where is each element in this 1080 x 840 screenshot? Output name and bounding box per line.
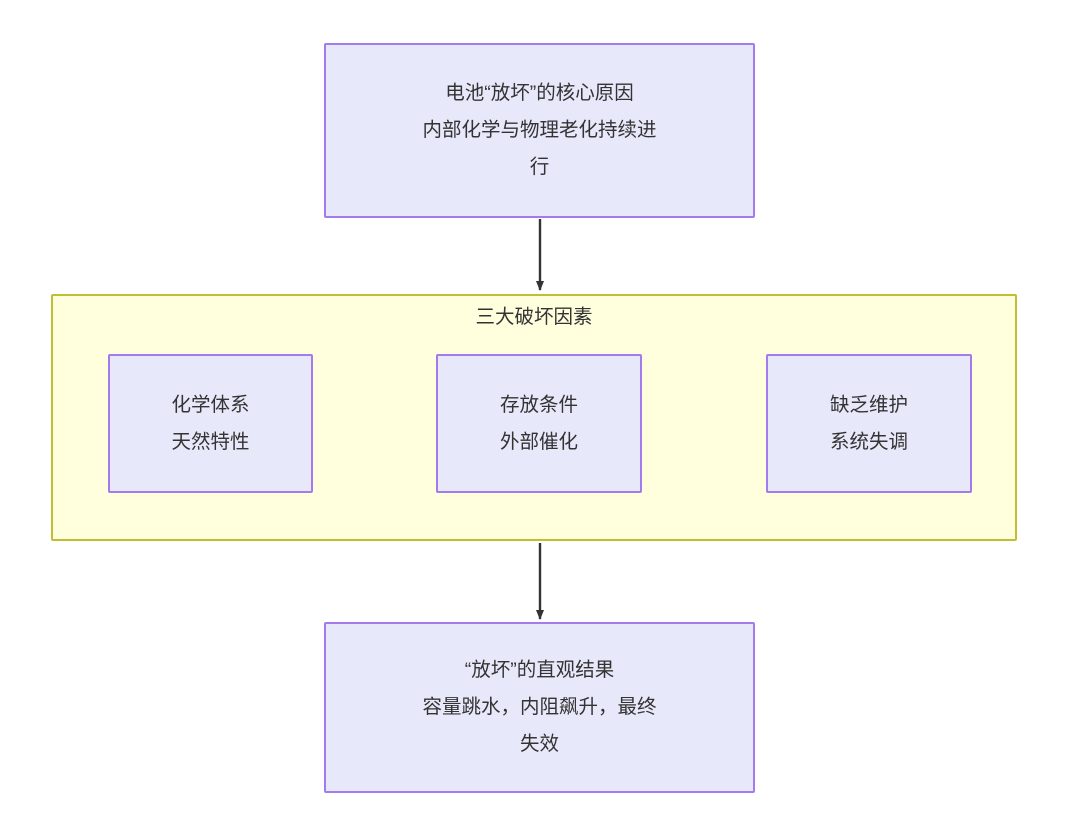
node-root-cause-label: 电池“放坏”的核心原因 内部化学与物理老化持续进 行 [422,82,657,178]
node-chemistry-nature-label: 化学体系 天然特性 [171,393,250,453]
node-root-cause[interactable]: 电池“放坏”的核心原因 内部化学与物理老化持续进 行 [324,43,755,218]
node-lack-of-maintenance-label: 缺乏维护 系统失调 [829,393,908,453]
node-storage-conditions[interactable]: 存放条件 外部催化 [436,354,642,493]
cluster-three-factors-title: 三大破坏因素 [475,306,593,328]
node-visible-result-label: “放坏”的直观结果 容量跳水，内阻飙升，最终 失效 [422,659,657,755]
node-lack-of-maintenance[interactable]: 缺乏维护 系统失调 [766,354,972,493]
node-storage-conditions-label: 存放条件 外部催化 [499,393,578,453]
node-chemistry-nature[interactable]: 化学体系 天然特性 [108,354,313,493]
node-visible-result[interactable]: “放坏”的直观结果 容量跳水，内阻飙升，最终 失效 [324,622,755,793]
